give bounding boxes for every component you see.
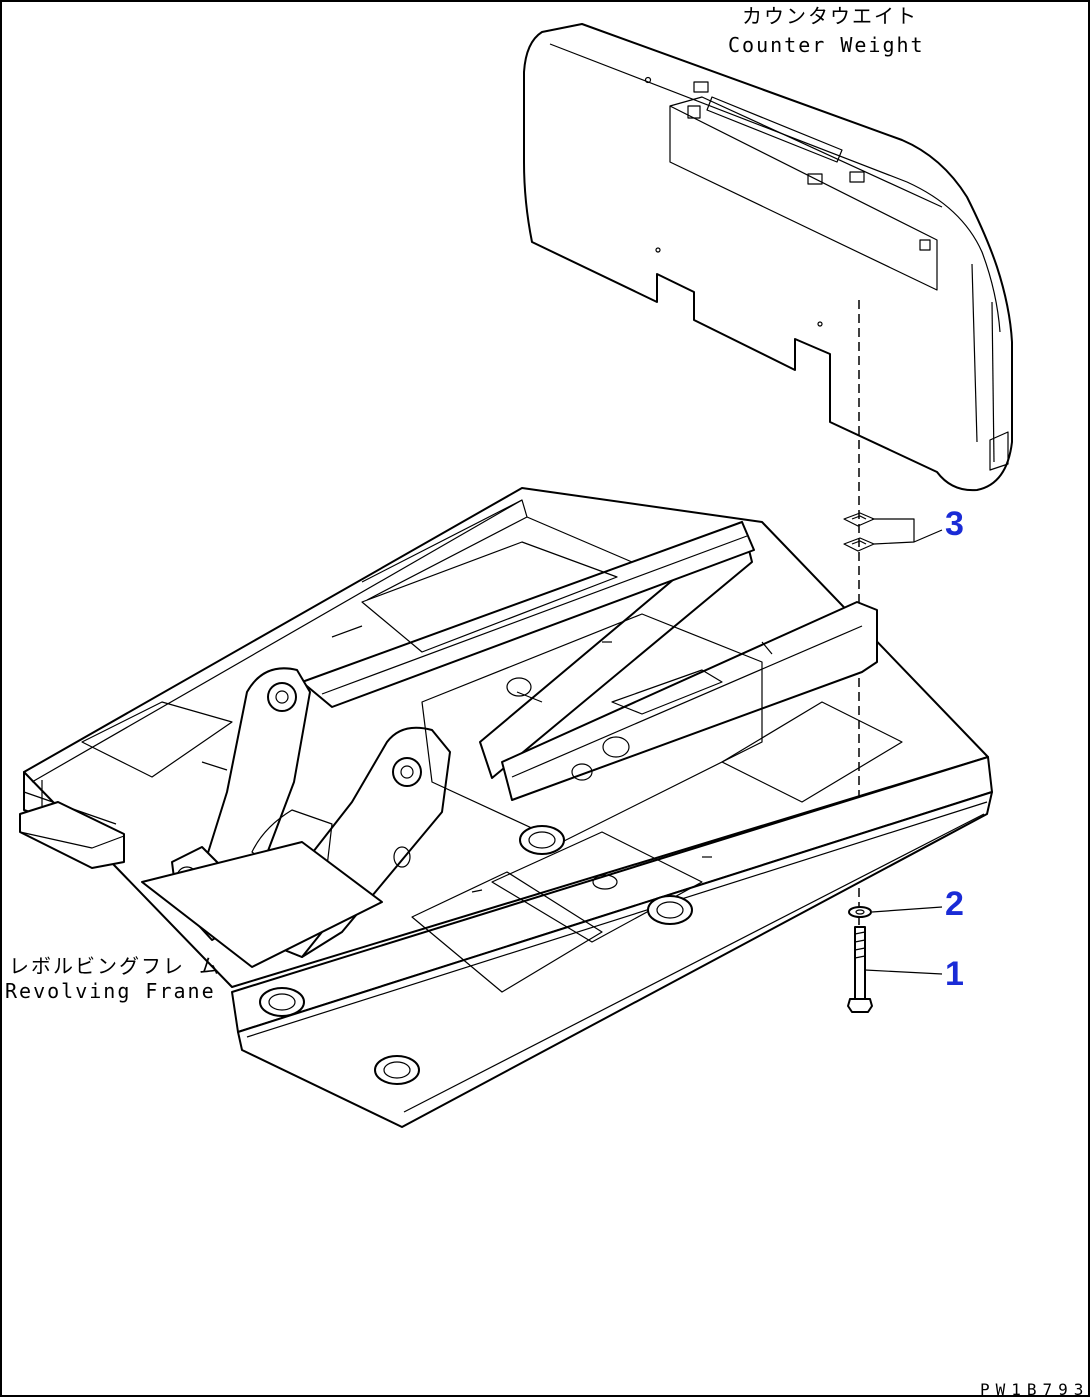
counter-weight-label-jp: カウンタウエイト xyxy=(742,4,918,28)
callout-3: 3 xyxy=(945,505,964,543)
revolving-frame-label-en: Revolving Frane xyxy=(5,979,216,1003)
drawing-code: PW1B793 xyxy=(980,1380,1090,1399)
counter-weight xyxy=(523,23,1013,492)
revolving-frame xyxy=(19,487,993,1128)
leader-lines xyxy=(864,518,943,975)
revolving-frame-label-jp: レボルビングフレ ム xyxy=(9,954,222,978)
bolt xyxy=(847,926,873,1013)
callout-2: 2 xyxy=(945,885,964,923)
washer xyxy=(848,906,872,918)
callout-1: 1 xyxy=(945,955,964,993)
counter-weight-label-en: Counter Weight xyxy=(728,33,925,57)
